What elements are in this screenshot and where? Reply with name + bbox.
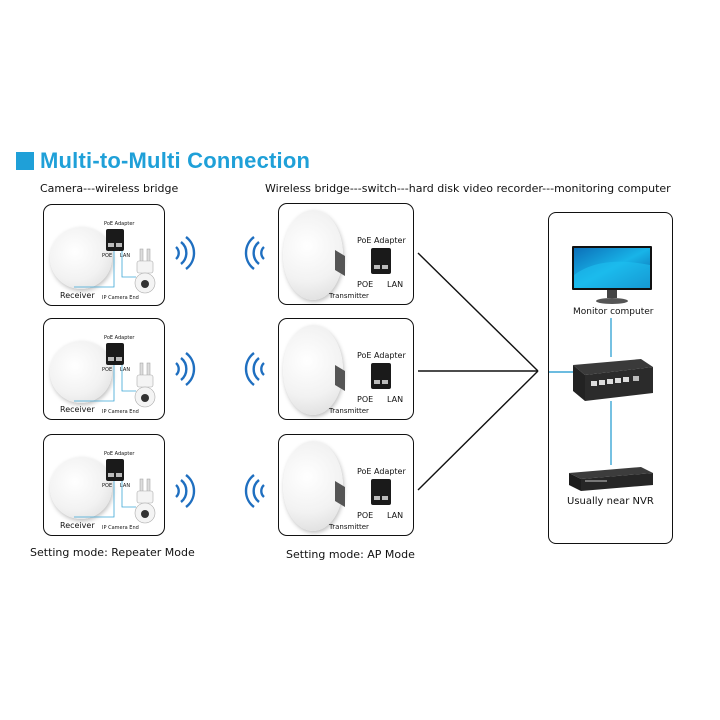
poe-label: POE xyxy=(102,483,113,489)
lan-label: LAN xyxy=(387,395,404,404)
cable-lines xyxy=(74,481,136,518)
caption-right-top: Wireless bridge---switch---hard disk vid… xyxy=(265,182,671,195)
mount-bracket-icon xyxy=(335,365,345,391)
poe-adapter-icon xyxy=(106,343,124,365)
poe-label: POE xyxy=(102,253,113,259)
receiver-label: Receiver xyxy=(60,291,95,300)
camera-label: IP Camera End xyxy=(102,295,139,301)
lan-label: LAN xyxy=(120,367,131,373)
adapter-label: PoE Adapter xyxy=(357,351,406,360)
receiver-panel-1: PoE Adapter POE LAN Receiver IP Camera E… xyxy=(43,204,165,306)
cable-lines xyxy=(74,365,136,402)
ip-camera-icon xyxy=(134,362,156,408)
title-text: Multi-to-Multi Connection xyxy=(40,148,311,173)
receiver-dish-icon xyxy=(50,457,112,519)
transmitter-label: Transmitter xyxy=(329,407,369,415)
nvr-icon xyxy=(569,467,653,491)
receiver-label: Receiver xyxy=(60,521,95,530)
poe-adapter-icon xyxy=(371,479,391,505)
lan-label: LAN xyxy=(387,280,404,289)
transmitter-label: Transmitter xyxy=(329,292,369,300)
monitor-icon xyxy=(572,246,652,304)
wifi-signal-icon xyxy=(244,236,265,270)
poe-adapter-icon xyxy=(371,363,391,389)
lan-label: LAN xyxy=(387,511,404,520)
title-square-icon xyxy=(16,152,34,170)
adapter-label: PoE Adapter xyxy=(104,221,135,227)
receiver-dish-icon xyxy=(50,227,112,289)
poe-label: POE xyxy=(357,280,374,289)
transmitter-panel-2: PoE Adapter POE LAN Transmitter xyxy=(278,318,414,420)
switch-icon xyxy=(573,359,653,401)
caption-left-bottom: Setting mode: Repeater Mode xyxy=(30,546,195,559)
nvr-side-panel: Monitor computer Usually near NVR xyxy=(548,212,673,544)
poe-adapter-icon xyxy=(371,248,391,274)
adapter-label: PoE Adapter xyxy=(104,335,135,341)
wifi-signal-icon xyxy=(175,474,196,508)
poe-label: POE xyxy=(102,367,113,373)
diagram-title: Multi-to-Multi Connection xyxy=(16,148,310,174)
monitor-label: Monitor computer xyxy=(573,307,654,317)
transmitter-panel-1: PoE Adapter POE LAN Transmitter xyxy=(278,203,414,305)
caption-left-top: Camera---wireless bridge xyxy=(40,182,179,195)
camera-label: IP Camera End xyxy=(102,409,139,415)
ip-camera-icon xyxy=(134,478,156,524)
transmitter-panel-3: PoE Adapter POE LAN Transmitter xyxy=(278,434,414,536)
poe-label: POE xyxy=(357,511,374,520)
camera-label: IP Camera End xyxy=(102,525,139,531)
nvr-label: Usually near NVR xyxy=(567,496,654,507)
receiver-panel-3: PoE Adapter POE LAN Receiver IP Camera E… xyxy=(43,434,165,536)
poe-label: POE xyxy=(357,395,374,404)
wifi-signal-icon xyxy=(175,236,196,270)
wireless-bridge-icon xyxy=(283,441,343,531)
wifi-signal-icon xyxy=(175,352,196,386)
poe-adapter-icon xyxy=(106,459,124,481)
ip-camera-icon xyxy=(134,248,156,294)
receiver-label: Receiver xyxy=(60,405,95,414)
lan-label: LAN xyxy=(120,483,131,489)
lan-label: LAN xyxy=(120,253,131,259)
receiver-dish-icon xyxy=(50,341,112,403)
adapter-label: PoE Adapter xyxy=(104,451,135,457)
caption-middle-bottom: Setting mode: AP Mode xyxy=(286,548,415,561)
mount-bracket-icon xyxy=(335,481,345,507)
wireless-bridge-icon xyxy=(283,210,343,300)
mount-bracket-icon xyxy=(335,250,345,276)
cable-lines xyxy=(74,251,136,288)
wireless-bridge-icon xyxy=(283,325,343,415)
nvr-cable-lines xyxy=(549,318,612,465)
transmitter-label: Transmitter xyxy=(329,523,369,531)
receiver-panel-2: PoE Adapter POE LAN Receiver IP Camera E… xyxy=(43,318,165,420)
wifi-signal-icon xyxy=(244,474,265,508)
adapter-label: PoE Adapter xyxy=(357,236,406,245)
poe-adapter-icon xyxy=(106,229,124,251)
wifi-signal-icon xyxy=(244,352,265,386)
adapter-label: PoE Adapter xyxy=(357,467,406,476)
